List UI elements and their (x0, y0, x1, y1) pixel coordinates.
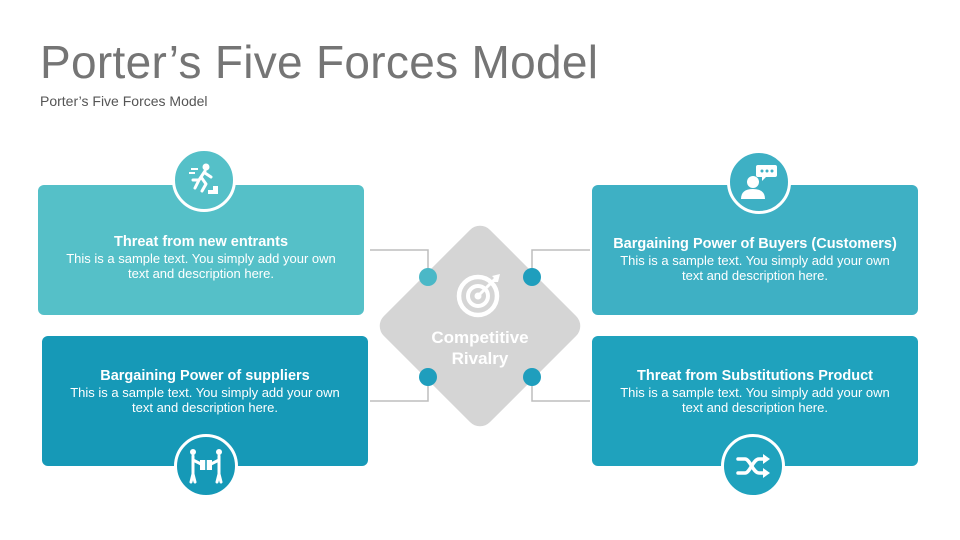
dot-bottom-right (523, 368, 541, 386)
force-description: This is a sample text. You simply add yo… (620, 252, 890, 283)
runner-stairs-icon (189, 163, 218, 194)
force-description: This is a sample text. You simply add yo… (70, 384, 340, 415)
force-heading: Bargaining Power of suppliers (100, 367, 310, 384)
shuffle-icon (736, 454, 770, 478)
dot-top-left (419, 268, 437, 286)
force-heading: Threat from Substitutions Product (636, 367, 874, 384)
badge-suppliers (174, 434, 238, 498)
force-heading: Bargaining Power of Buyers (Customers) (613, 235, 897, 252)
customer-chat-icon (741, 165, 777, 199)
supplier-exchange-icon (189, 449, 223, 484)
page-subtitle: Porter’s Five Forces Model (40, 93, 208, 109)
force-description: This is a sample text. You simply add yo… (620, 384, 890, 415)
force-description: This is a sample text. You simply add yo… (66, 250, 336, 281)
page-title: Porter’s Five Forces Model (40, 36, 599, 88)
force-heading: Threat from new entrants (113, 233, 289, 250)
center-label: Competitive Rivalry (431, 328, 529, 368)
dot-bottom-left (419, 368, 437, 386)
badge-new-entrants (172, 148, 236, 212)
badge-buyers (727, 150, 791, 214)
badge-substitutes (721, 434, 785, 498)
dot-top-right (523, 268, 541, 286)
center-core: Competitive Rivalry (420, 272, 540, 369)
target-icon (456, 274, 500, 318)
